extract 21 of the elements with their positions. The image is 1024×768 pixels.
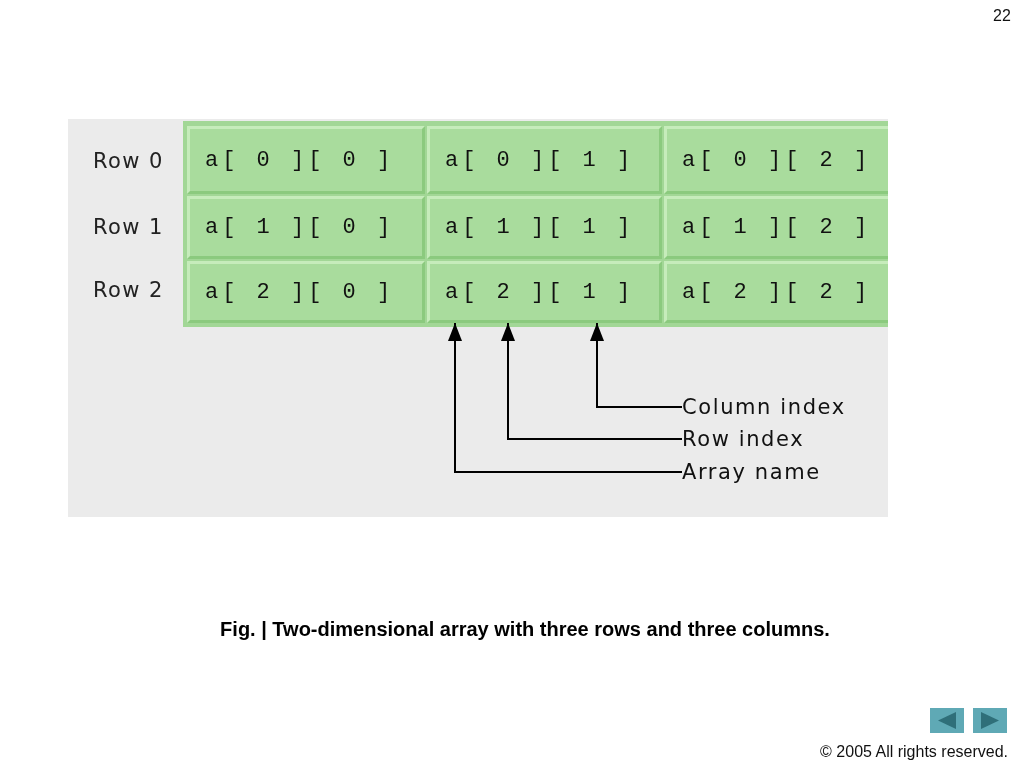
leader-line	[448, 322, 683, 473]
array-element: a[ 1 ][ 2 ]	[664, 196, 888, 259]
callout-label: Column index	[682, 393, 846, 421]
figure-caption: Fig. | Two-dimensional array with three rows and three columns.	[220, 617, 830, 642]
array-element: a[ 2 ][ 0 ]	[187, 261, 425, 323]
array-element: a[ 2 ][ 2 ]	[664, 261, 888, 323]
array-element: a[ 1 ][ 0 ]	[187, 196, 425, 259]
page-number: 22	[993, 6, 1011, 26]
array-element: a[ 0 ][ 1 ]	[427, 126, 662, 194]
array-element: a[ 2 ][ 1 ]	[427, 261, 662, 323]
array-element: a[ 1 ][ 1 ]	[427, 196, 662, 259]
leader-line	[501, 322, 683, 440]
row-label: Row 1	[93, 214, 164, 241]
copyright-notice: © 2005 All rights reserved.	[820, 742, 1008, 762]
row-label: Row 0	[93, 148, 164, 175]
callout-label: Row index	[682, 425, 805, 453]
array-element: a[ 0 ][ 2 ]	[664, 126, 888, 194]
row-label: Row 2	[93, 277, 164, 304]
leader-line	[590, 322, 683, 408]
array-element: a[ 0 ][ 0 ]	[187, 126, 425, 194]
callout-label: Array name	[682, 458, 821, 486]
